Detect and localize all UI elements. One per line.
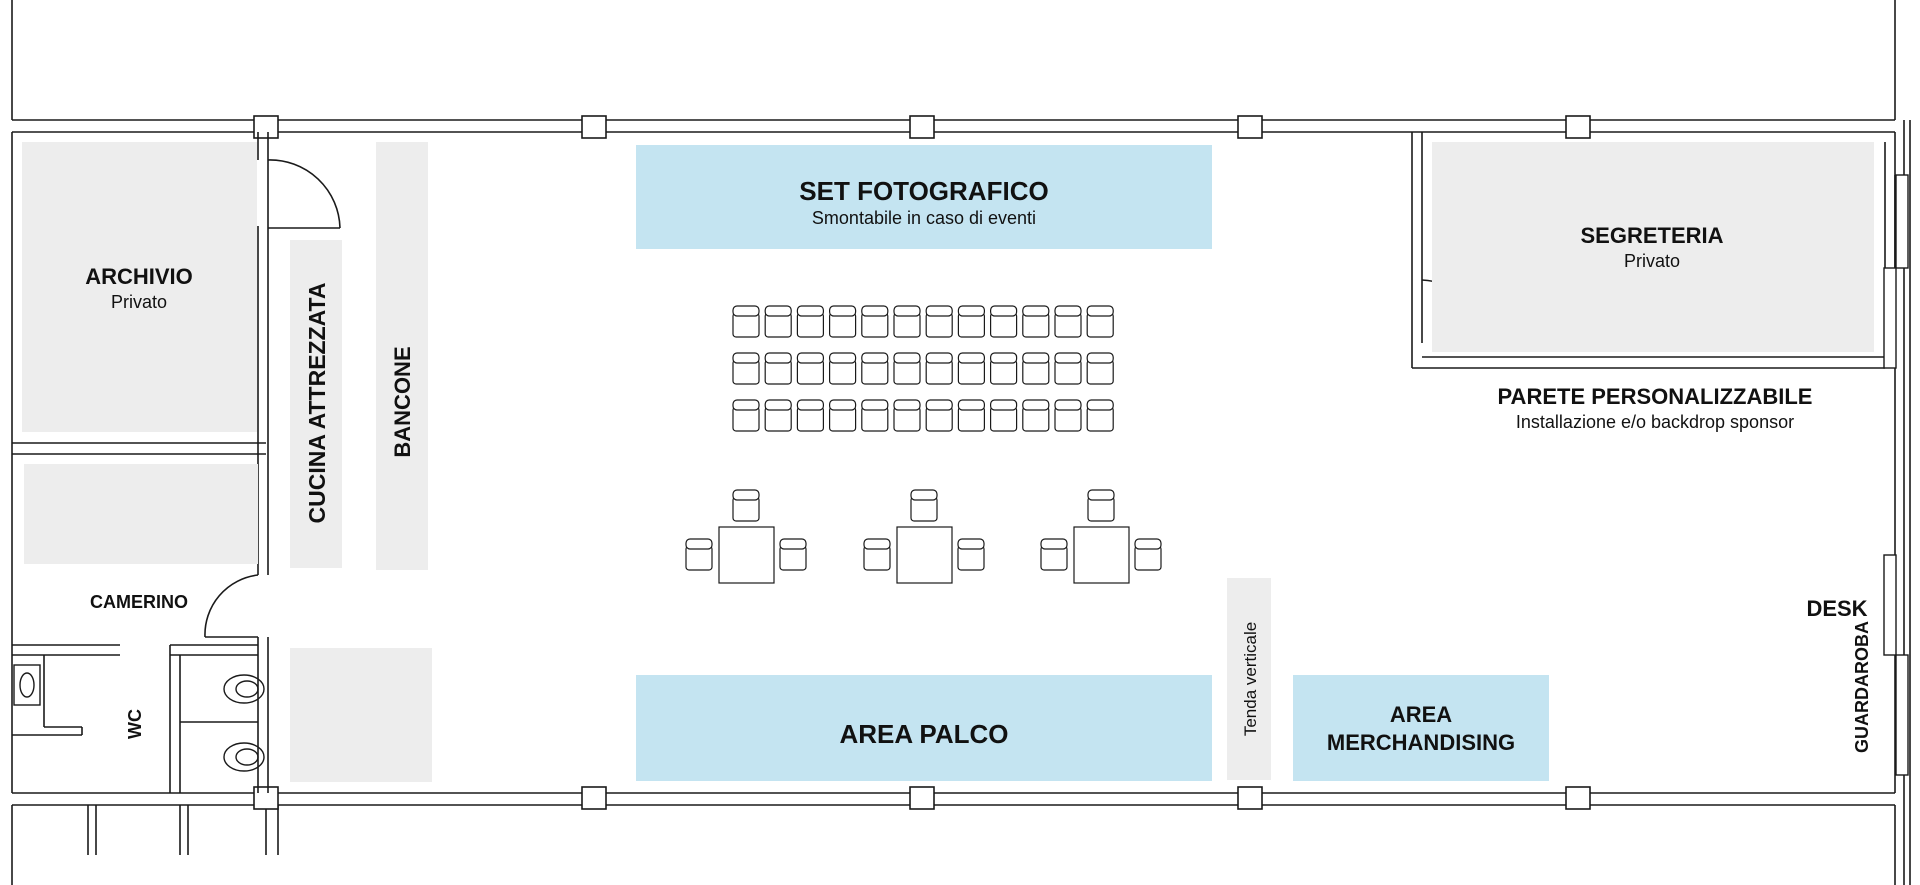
wall-racks: [1883, 174, 1909, 776]
chair-icon: [1086, 399, 1114, 432]
set-fotografico-title: SET FOTOGRAFICO: [799, 176, 1048, 206]
chair-icon: [957, 305, 986, 338]
storage-block: [290, 648, 432, 782]
chair-icon: [828, 399, 857, 432]
merchandising-zone: [1293, 675, 1549, 781]
bancone-title: BANCONE: [390, 346, 415, 457]
chair-icon: [828, 352, 857, 385]
chair-icon: [732, 352, 760, 385]
chair-icon: [957, 399, 986, 432]
chair-icon: [925, 352, 953, 385]
chair-icon: [893, 399, 921, 432]
toilet-icon: [223, 742, 265, 772]
area-palco-title: AREA PALCO: [840, 719, 1009, 749]
cucina-counter: [290, 240, 342, 568]
chair-icon: [863, 538, 891, 571]
chair-icon: [732, 399, 760, 432]
chair-icon: [732, 489, 760, 522]
chair-icon: [861, 352, 889, 385]
chair-icon: [1134, 538, 1162, 571]
chair-icon: [828, 305, 857, 338]
chair-icon: [1022, 399, 1050, 432]
chair-icon: [925, 305, 953, 338]
archivio-title: ARCHIVIO: [85, 264, 193, 289]
chair-icon: [893, 305, 921, 338]
table-icon: [896, 526, 953, 584]
chair-icon: [1086, 352, 1114, 385]
chair-icon: [861, 305, 889, 338]
chair-icon: [1087, 489, 1115, 522]
tenda-verticale: [1227, 578, 1271, 780]
set-fotografico-subtitle: Smontabile in caso di eventi: [812, 208, 1036, 228]
archivio-room: [22, 142, 257, 432]
chair-icon: [764, 305, 792, 338]
chair-icon: [957, 538, 985, 571]
camerino-title: CAMERINO: [90, 592, 188, 612]
chair-icon: [957, 352, 986, 385]
sink-icon: [13, 664, 41, 706]
area-palco-zone: [636, 675, 1212, 781]
toilet-icon: [223, 674, 265, 704]
segreteria-title: SEGRETERIA: [1580, 223, 1723, 248]
chair-icon: [1086, 305, 1114, 338]
wc-title: WC: [125, 709, 145, 739]
wc-fixtures: [13, 664, 265, 772]
chair-icon: [989, 352, 1018, 385]
interior-walls: [12, 132, 1896, 793]
chair-icon: [779, 538, 807, 571]
chair-icon: [925, 399, 953, 432]
table-icon: [718, 526, 775, 584]
bancone-counter: [376, 142, 428, 570]
chair-icon: [764, 399, 792, 432]
chair-icon: [1022, 352, 1050, 385]
cucina-title: CUCINA ATTREZZATA: [304, 282, 330, 523]
chair-icon: [1054, 399, 1082, 432]
labels: ARCHIVIO Privato CAMERINO WC CUCINA ATTR…: [85, 176, 1872, 755]
chair-icon: [732, 305, 760, 338]
chair-icon: [1054, 305, 1082, 338]
desk-title: DESK: [1806, 596, 1867, 621]
segreteria-subtitle: Privato: [1624, 251, 1680, 271]
set-fotografico-zone: [636, 145, 1212, 249]
camerino-room: [24, 464, 258, 564]
chair-icon: [989, 305, 1018, 338]
chair-icon: [910, 489, 938, 522]
chair-icon: [861, 399, 889, 432]
blue-zones: [636, 145, 1549, 781]
chair-icon: [685, 538, 713, 571]
segreteria-room: [1432, 142, 1874, 352]
merchandising-title-line1: AREA: [1390, 702, 1452, 727]
archivio-subtitle: Privato: [111, 292, 167, 312]
chair-icon: [796, 352, 825, 385]
table-icon: [1073, 526, 1130, 584]
chair-icon: [1022, 305, 1050, 338]
chair-icon: [893, 352, 921, 385]
tenda-title: Tenda verticale: [1241, 622, 1260, 736]
chair-icon: [764, 352, 792, 385]
chair-icon: [796, 399, 825, 432]
room-fills: [22, 142, 1874, 782]
chair-icon: [796, 305, 825, 338]
parete-subtitle: Installazione e/o backdrop sponsor: [1516, 412, 1794, 432]
chair-icon: [1040, 538, 1068, 571]
chair-icon: [1054, 352, 1082, 385]
merchandising-title-line2: MERCHANDISING: [1327, 730, 1515, 755]
chair-icon: [989, 399, 1018, 432]
parete-title: PARETE PERSONALIZZABILE: [1498, 384, 1813, 409]
guardaroba-title: GUARDAROBA: [1852, 621, 1872, 753]
seating-layout: [685, 305, 1162, 584]
pillars: [253, 115, 1591, 810]
